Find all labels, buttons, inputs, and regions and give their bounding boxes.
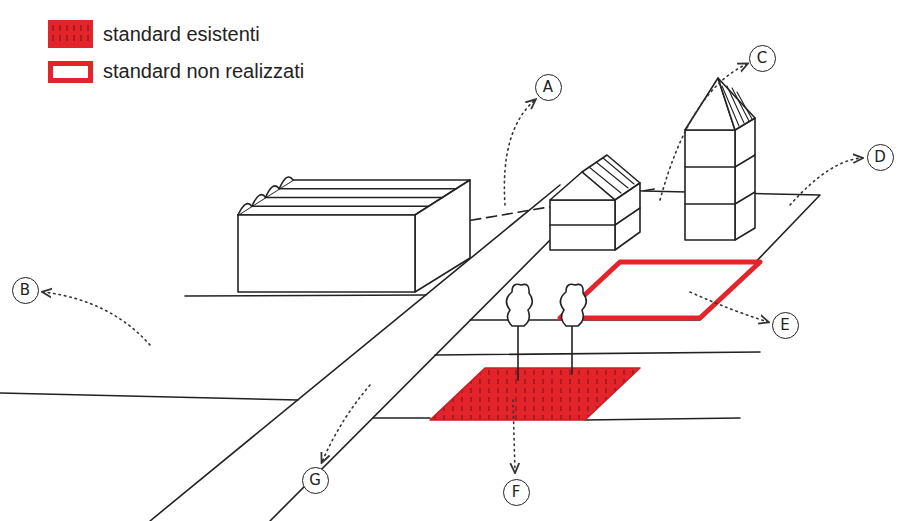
callout-circle: C (749, 45, 776, 72)
leader-line (513, 400, 515, 472)
leader-line (690, 292, 768, 322)
vault-arches (238, 177, 293, 215)
callout-letter: B (20, 283, 30, 298)
legend-swatch-filled (48, 20, 93, 48)
callout-letter: C (757, 51, 767, 66)
legend-label: standard esistenti (103, 23, 260, 46)
lot-edge (585, 418, 740, 420)
tree-crown (560, 284, 586, 326)
callout-letter: G (309, 473, 321, 488)
warehouse (238, 180, 470, 292)
lot-edge (185, 295, 426, 296)
lot-edge (435, 352, 760, 355)
roof-hatch (722, 86, 752, 126)
callout-letter: D (874, 150, 886, 165)
legend-entry: standard esistenti (48, 20, 260, 48)
street-edge (150, 185, 560, 521)
vault-ridges (252, 189, 457, 207)
leader-line (322, 385, 370, 462)
roof-hatch (589, 158, 634, 193)
callout-circle: A (535, 74, 562, 101)
callout-circle: E (772, 312, 799, 339)
gable-house (550, 155, 640, 250)
callout-circle: B (12, 277, 39, 304)
legend-entry: standard non realizzati (48, 60, 304, 83)
unbuilt-standard-plot (560, 262, 760, 318)
leader-line (660, 64, 747, 200)
leader-line (790, 158, 862, 205)
legend-label: standard non realizzati (103, 60, 304, 83)
floor-line (550, 208, 640, 225)
callout-letter: E (780, 318, 789, 333)
callout-letter: F (512, 485, 521, 500)
callout-circle: F (503, 479, 530, 506)
lot-edge (0, 393, 298, 400)
callout-letter: A (543, 80, 553, 95)
callout-circle: D (867, 144, 894, 171)
tower-house (685, 78, 755, 240)
leader-line (43, 292, 150, 345)
existing-standard-plot (430, 368, 640, 420)
lot-edge (373, 417, 430, 419)
swatch-hatch (48, 20, 93, 48)
callout-circle: G (302, 467, 329, 494)
tree-trunk (518, 326, 572, 380)
leader-line (504, 100, 535, 205)
legend-swatch-outline (48, 61, 93, 83)
floor-line (685, 155, 755, 204)
tree-crown (506, 284, 532, 326)
